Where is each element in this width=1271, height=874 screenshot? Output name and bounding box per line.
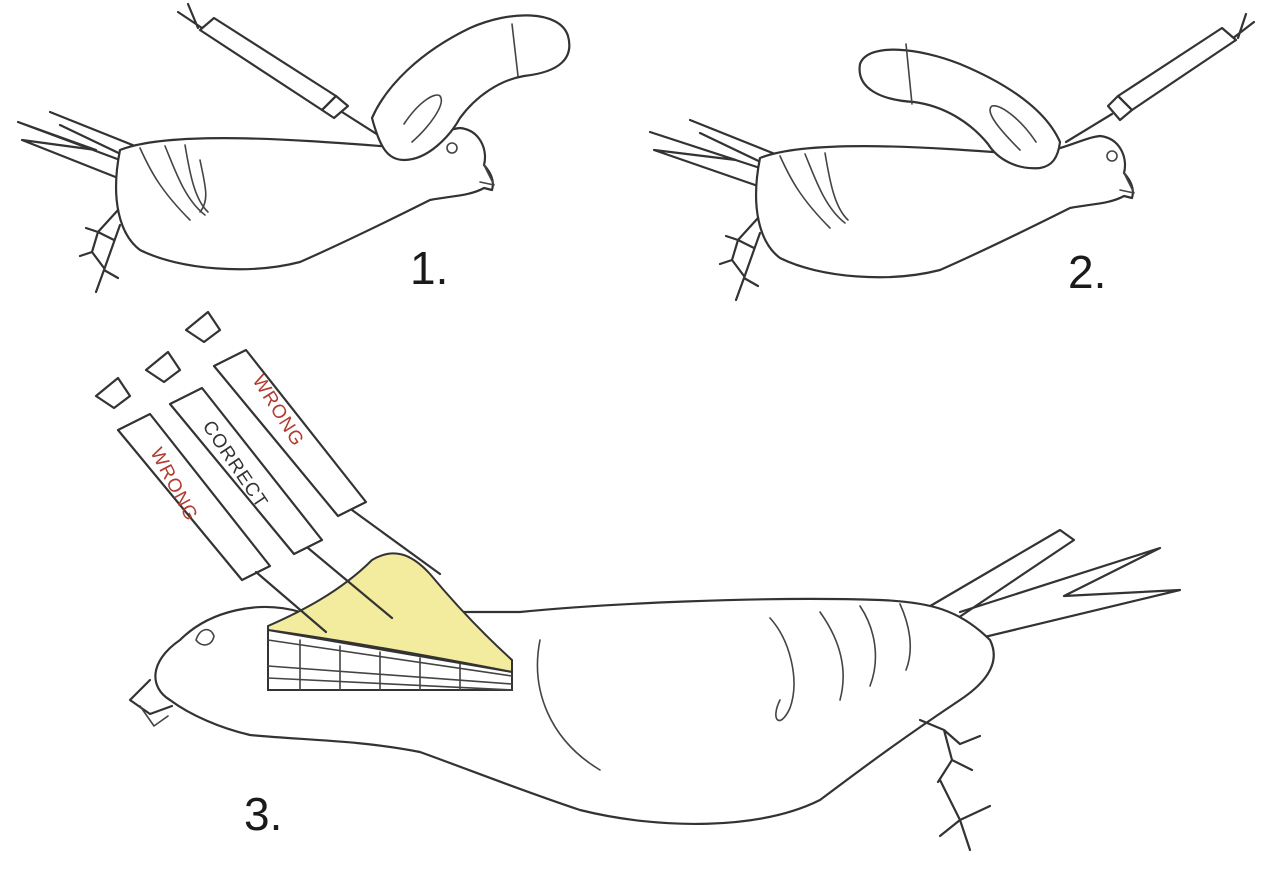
panel-2-pigeon xyxy=(650,120,1134,300)
panel-2-number: 2. xyxy=(1068,246,1106,298)
panel-3-number: 3. xyxy=(244,788,282,840)
panel-3: WRONG CORRECT WRONG 3. xyxy=(96,312,1180,850)
panel-2-syringe xyxy=(1066,14,1254,142)
panel-1-syringe xyxy=(178,4,386,140)
panel-1-number: 1. xyxy=(410,242,448,294)
panel-1: 1. xyxy=(18,4,569,294)
panel-2: 2. xyxy=(650,14,1254,300)
